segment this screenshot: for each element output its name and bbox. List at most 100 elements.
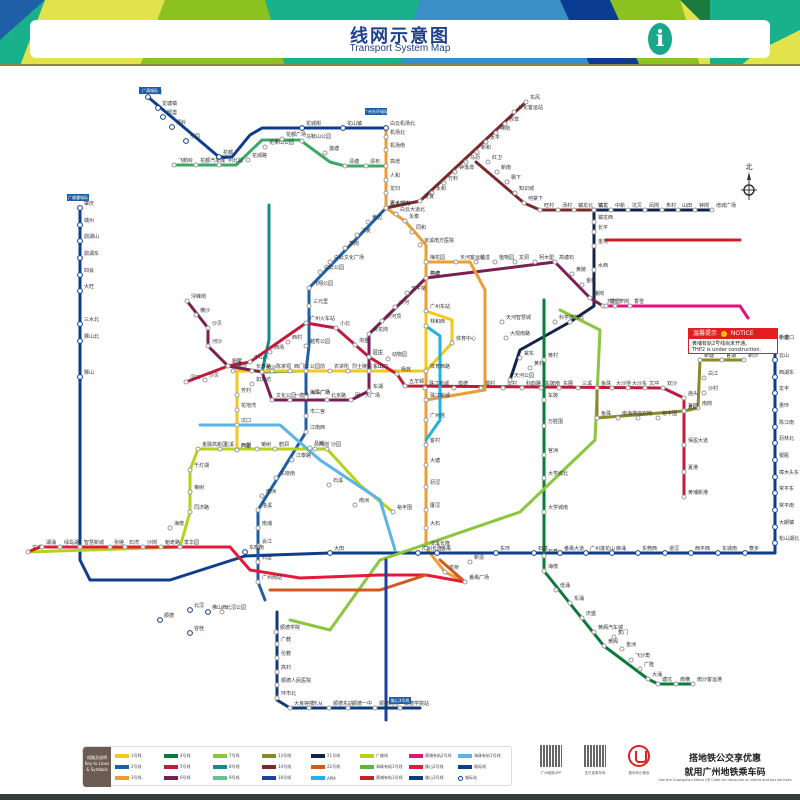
- station[interactable]: 燕岗: [312, 441, 329, 452]
- station-marker[interactable]: [255, 579, 261, 585]
- station[interactable]: 浔峰岗: [184, 293, 206, 304]
- station-marker[interactable]: [77, 338, 83, 344]
- station-marker[interactable]: [202, 377, 208, 383]
- station[interactable]: 萧岗: [342, 240, 359, 251]
- station-marker[interactable]: [193, 162, 199, 168]
- station-marker[interactable]: [383, 177, 389, 183]
- station[interactable]: 江泰路: [289, 452, 311, 463]
- station-marker[interactable]: [642, 207, 648, 213]
- station[interactable]: 乐从: [306, 700, 323, 711]
- station-marker[interactable]: [160, 114, 166, 120]
- station[interactable]: 会江: [255, 538, 272, 549]
- station[interactable]: 花果山公园: [262, 139, 294, 150]
- station[interactable]: 朱村: [659, 202, 676, 213]
- station[interactable]: 越秀公园: [303, 338, 330, 349]
- station[interactable]: 东圃: [556, 380, 573, 391]
- station[interactable]: 柯木塱: [532, 254, 554, 265]
- station-marker[interactable]: [249, 368, 255, 374]
- station-marker[interactable]: [502, 121, 508, 127]
- station[interactable]: 沥滘: [423, 479, 440, 490]
- station[interactable]: 镇龙西: [591, 214, 613, 225]
- station-marker[interactable]: [541, 475, 547, 481]
- station-marker[interactable]: [287, 397, 293, 403]
- station[interactable]: 沙河: [392, 299, 409, 310]
- station-marker[interactable]: [274, 682, 280, 688]
- station[interactable]: 白云文化广场: [327, 254, 364, 265]
- station[interactable]: 神岗: [493, 125, 510, 136]
- station-marker[interactable]: [394, 371, 400, 377]
- station-marker[interactable]: [289, 457, 295, 463]
- station[interactable]: 大朗镇: [772, 519, 794, 530]
- station-marker[interactable]: [77, 222, 83, 228]
- station-marker[interactable]: [39, 544, 45, 550]
- station[interactable]: 南沙客运港: [690, 676, 722, 687]
- station[interactable]: 白云大道北: [393, 206, 425, 217]
- station[interactable]: 市桥: [442, 564, 459, 575]
- station[interactable]: 文冲: [642, 380, 659, 391]
- station-marker[interactable]: [299, 125, 305, 131]
- station-marker[interactable]: [417, 198, 423, 204]
- station-marker[interactable]: [327, 550, 333, 556]
- station-marker[interactable]: [512, 259, 518, 265]
- station-marker[interactable]: [587, 295, 593, 301]
- station-marker[interactable]: [434, 550, 440, 556]
- station-marker[interactable]: [511, 109, 517, 115]
- station-marker[interactable]: [187, 467, 193, 473]
- station-marker[interactable]: [379, 318, 385, 324]
- station[interactable]: 黄沙: [259, 364, 276, 375]
- station[interactable]: 庙头: [681, 390, 698, 401]
- station-marker[interactable]: [609, 385, 615, 391]
- station-marker[interactable]: [187, 489, 193, 495]
- station[interactable]: 知识城: [512, 185, 534, 196]
- station-marker[interactable]: [772, 540, 778, 546]
- station[interactable]: 同和: [409, 224, 426, 235]
- station-marker[interactable]: [57, 544, 63, 550]
- station[interactable]: 千灯湖: [187, 462, 209, 473]
- station-marker[interactable]: [422, 385, 428, 391]
- station-marker[interactable]: [187, 607, 193, 613]
- station[interactable]: 金坑: [591, 238, 608, 249]
- station[interactable]: 植物园: [492, 254, 514, 265]
- station[interactable]: 江南西: [303, 424, 325, 435]
- station[interactable]: 绿岛湖: [57, 539, 79, 550]
- station[interactable]: 龙溪: [25, 544, 42, 555]
- station[interactable]: 机场北: [383, 129, 405, 140]
- station-marker[interactable]: [662, 550, 668, 556]
- station-marker[interactable]: [772, 374, 778, 380]
- station-marker[interactable]: [541, 423, 547, 429]
- station-marker[interactable]: [383, 134, 389, 140]
- station[interactable]: 陈家祠: [269, 363, 291, 374]
- station-marker[interactable]: [402, 383, 408, 389]
- station-marker[interactable]: [273, 475, 279, 481]
- station-marker[interactable]: [219, 609, 225, 615]
- station[interactable]: 广州长隆: [415, 545, 442, 556]
- station-marker[interactable]: [697, 357, 703, 363]
- station[interactable]: 石溪: [326, 477, 343, 488]
- station-marker[interactable]: [107, 544, 113, 550]
- station[interactable]: 太和: [429, 185, 446, 196]
- station-marker[interactable]: [306, 303, 312, 309]
- station[interactable]: 横沙: [193, 307, 210, 318]
- station-marker[interactable]: [167, 525, 173, 531]
- station[interactable]: 杨箕: [394, 366, 411, 377]
- station[interactable]: 塘坑: [655, 676, 672, 687]
- station-marker[interactable]: [77, 321, 83, 327]
- station[interactable]: 天河智慧城: [499, 314, 531, 325]
- station-marker[interactable]: [184, 298, 190, 304]
- station[interactable]: 北滘公园: [219, 604, 246, 615]
- station[interactable]: 黄阁汽车城: [591, 624, 623, 635]
- station-marker[interactable]: [681, 469, 687, 475]
- station-marker[interactable]: [342, 245, 348, 251]
- station[interactable]: 花山镇: [340, 120, 362, 131]
- station-marker[interactable]: [234, 422, 240, 428]
- station[interactable]: 小北: [333, 320, 350, 331]
- station[interactable]: 南洲: [352, 497, 369, 508]
- station-marker[interactable]: [77, 238, 83, 244]
- station-marker[interactable]: [673, 681, 679, 687]
- station-marker[interactable]: [635, 550, 641, 556]
- station[interactable]: 江夏: [354, 227, 371, 238]
- station[interactable]: 容桂: [187, 625, 204, 636]
- station-marker[interactable]: [225, 363, 231, 369]
- station-marker[interactable]: [772, 507, 778, 513]
- station-marker[interactable]: [217, 446, 223, 452]
